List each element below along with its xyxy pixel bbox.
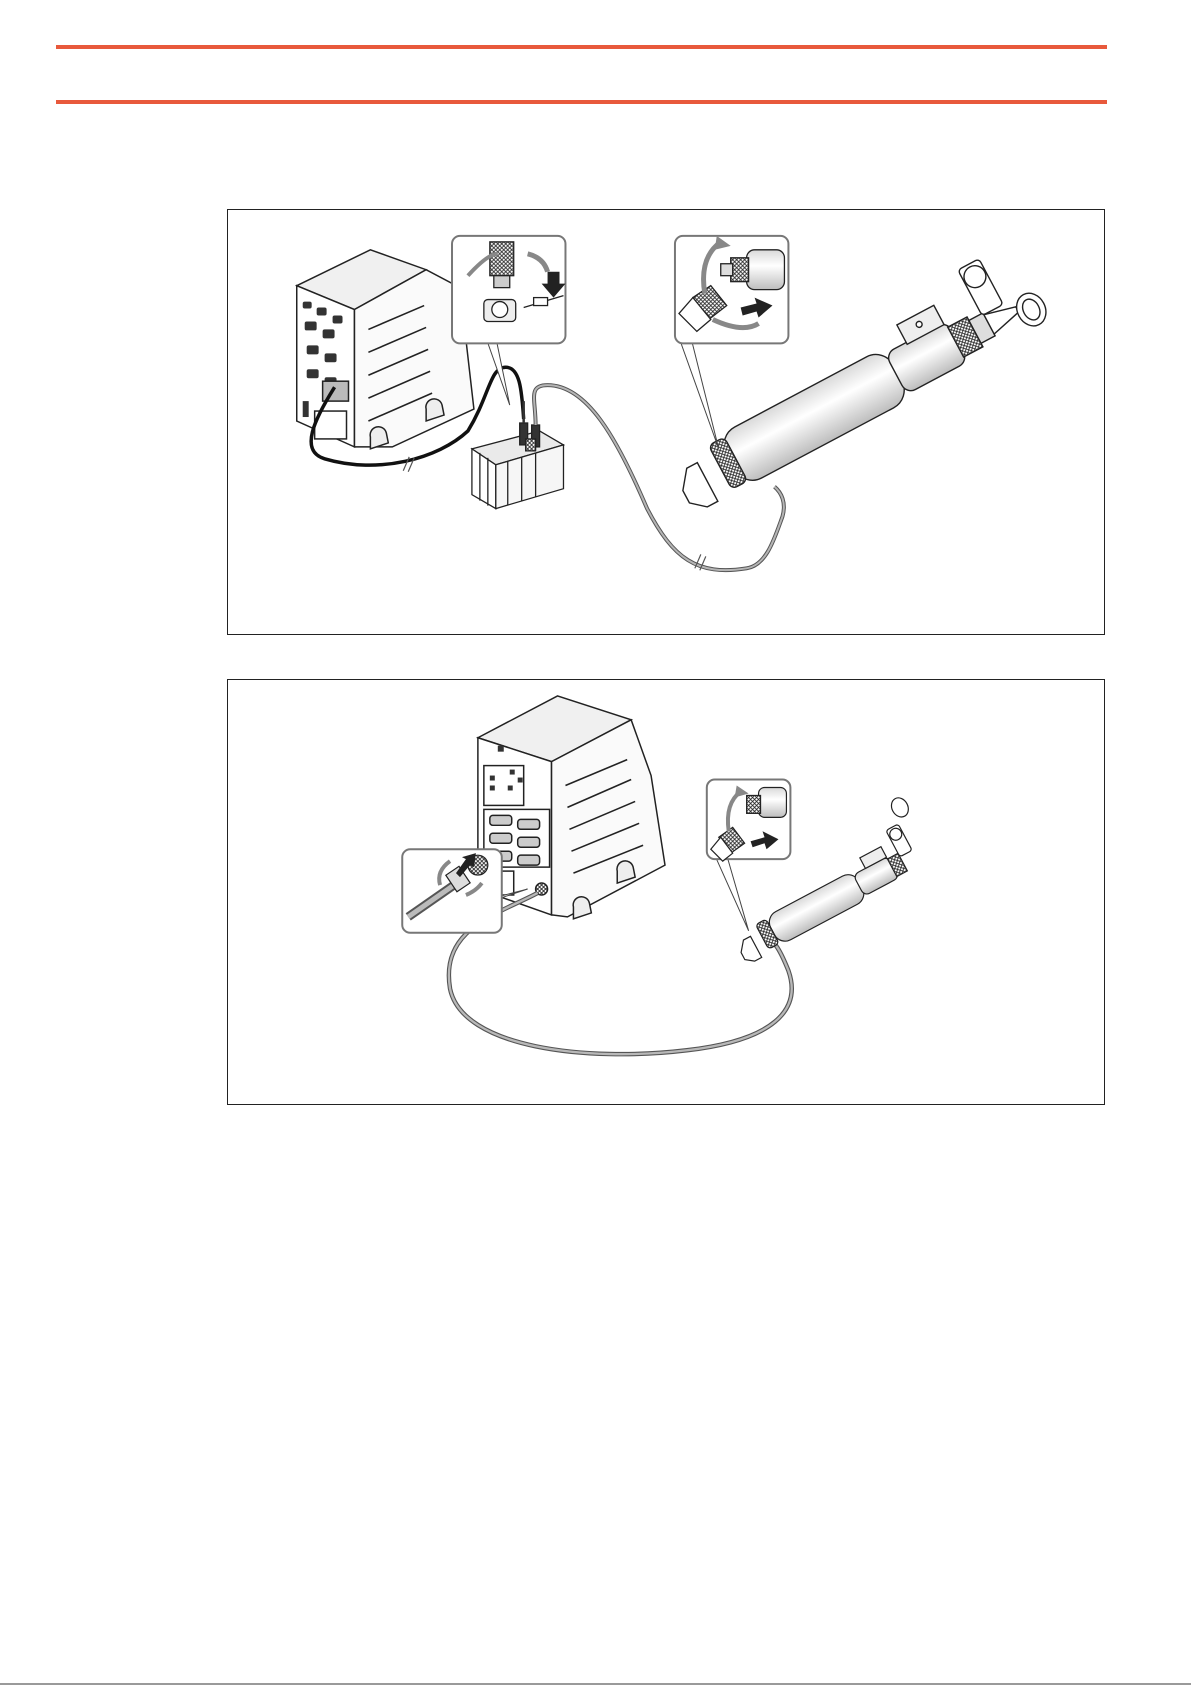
figure-1-illustration (228, 210, 1104, 634)
figure-2-frame (227, 679, 1105, 1105)
header-rule-top (56, 45, 1107, 49)
header-rule-bottom (56, 100, 1107, 104)
figure-2-illustration (228, 680, 1104, 1104)
controller-unit (478, 696, 665, 919)
connector-detail-callout-b (707, 780, 791, 931)
controller-unit (297, 250, 474, 449)
valve-terminal-module (472, 423, 564, 509)
figure-1-frame (227, 209, 1105, 635)
